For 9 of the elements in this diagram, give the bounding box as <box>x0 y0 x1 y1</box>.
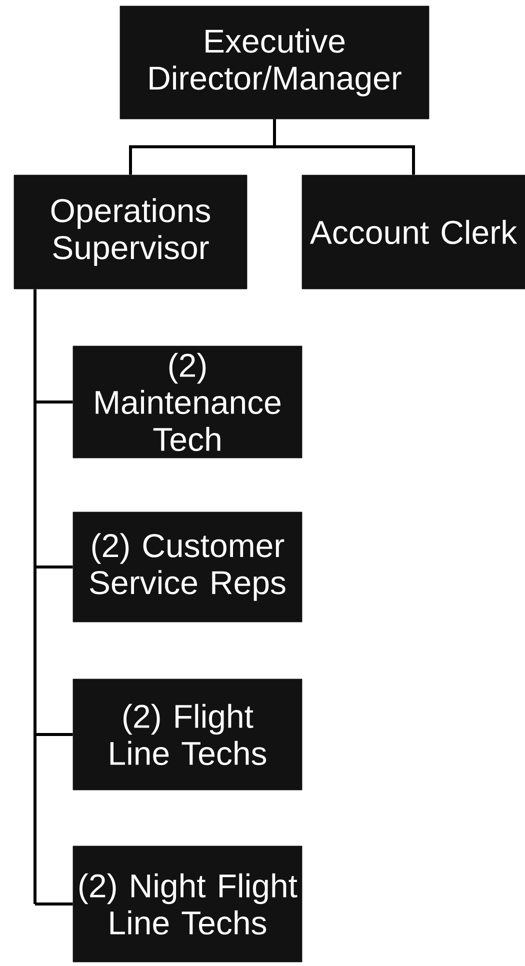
position-box: (2) Flight Line Techs <box>72 678 302 790</box>
connector-line <box>34 289 73 906</box>
position-box: (2) Night Flight Line Techs <box>72 846 302 962</box>
connector-line <box>273 119 415 175</box>
position-box: (2) Customer Service Reps <box>72 512 302 622</box>
position-box: Executive Director/Manager <box>120 6 430 120</box>
position-box: Operations Supervisor <box>14 174 248 290</box>
position-box: (2) Maintenance Tech <box>72 346 302 458</box>
position-box: Account Clerk <box>302 174 525 290</box>
